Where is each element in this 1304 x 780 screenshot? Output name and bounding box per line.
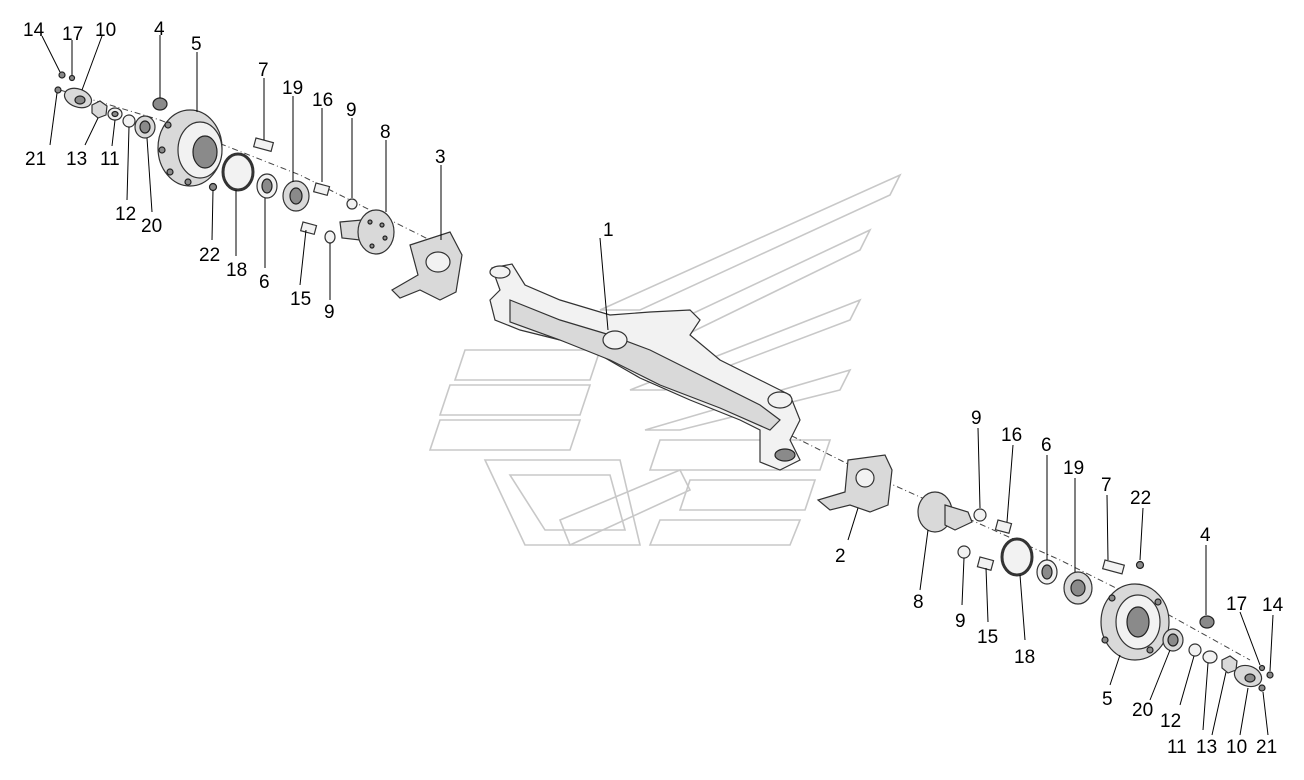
label-5-right: 5: [1102, 689, 1113, 710]
label-8-right: 8: [913, 592, 924, 613]
label-10-left: 10: [95, 20, 116, 41]
label-16-right: 16: [1001, 425, 1022, 446]
label-10-right: 10: [1226, 737, 1247, 758]
label-9-right-bottom: 9: [955, 611, 966, 632]
assembly-axis: [59, 89, 1251, 661]
label-12-left: 12: [115, 204, 136, 225]
label-8-left: 8: [380, 122, 391, 143]
label-11-left: 11: [100, 149, 120, 170]
label-15-left: 15: [290, 289, 311, 310]
label-13-left: 13: [66, 149, 87, 170]
label-20-right: 20: [1132, 700, 1153, 721]
axle-beam: [489, 263, 801, 471]
label-21-right: 21: [1256, 737, 1277, 758]
part-labels: 14 17 10 4 5 7 19 16 9 8 3 1 21 13 11 12…: [23, 19, 1284, 758]
label-19-left: 19: [282, 78, 303, 99]
label-18-right: 18: [1014, 647, 1035, 668]
label-14-left: 14: [23, 20, 45, 41]
right-hub-assembly: [816, 454, 1274, 692]
label-13-right: 13: [1196, 737, 1217, 758]
label-16-left: 16: [312, 90, 333, 111]
label-12-right: 12: [1160, 711, 1181, 732]
label-17-left: 17: [62, 24, 83, 45]
label-22-left: 22: [199, 245, 220, 266]
label-4-right: 4: [1200, 525, 1211, 546]
label-3: 3: [435, 147, 446, 168]
label-11-right: 11: [1167, 737, 1187, 758]
label-7-left: 7: [258, 60, 269, 81]
label-4-left: 4: [154, 19, 165, 40]
leader-lines: [41, 35, 1274, 736]
label-9-left-top: 9: [346, 100, 357, 121]
label-22-right: 22: [1130, 488, 1151, 509]
label-6-right: 6: [1041, 435, 1052, 456]
label-9-right-top: 9: [971, 408, 982, 429]
left-hub-assembly: [54, 71, 463, 301]
label-21-left: 21: [25, 149, 46, 170]
label-20-left: 20: [141, 216, 162, 237]
label-17-right: 17: [1226, 594, 1247, 615]
label-14-right: 14: [1262, 595, 1284, 616]
label-2: 2: [835, 546, 846, 567]
label-15-right: 15: [977, 627, 998, 648]
label-9-left-bottom: 9: [324, 302, 335, 323]
label-5-left: 5: [191, 34, 202, 55]
label-6-left: 6: [259, 272, 270, 293]
label-19-right: 19: [1063, 458, 1084, 479]
label-18-left: 18: [226, 260, 247, 281]
label-1: 1: [603, 220, 614, 241]
label-7-right: 7: [1101, 475, 1112, 496]
